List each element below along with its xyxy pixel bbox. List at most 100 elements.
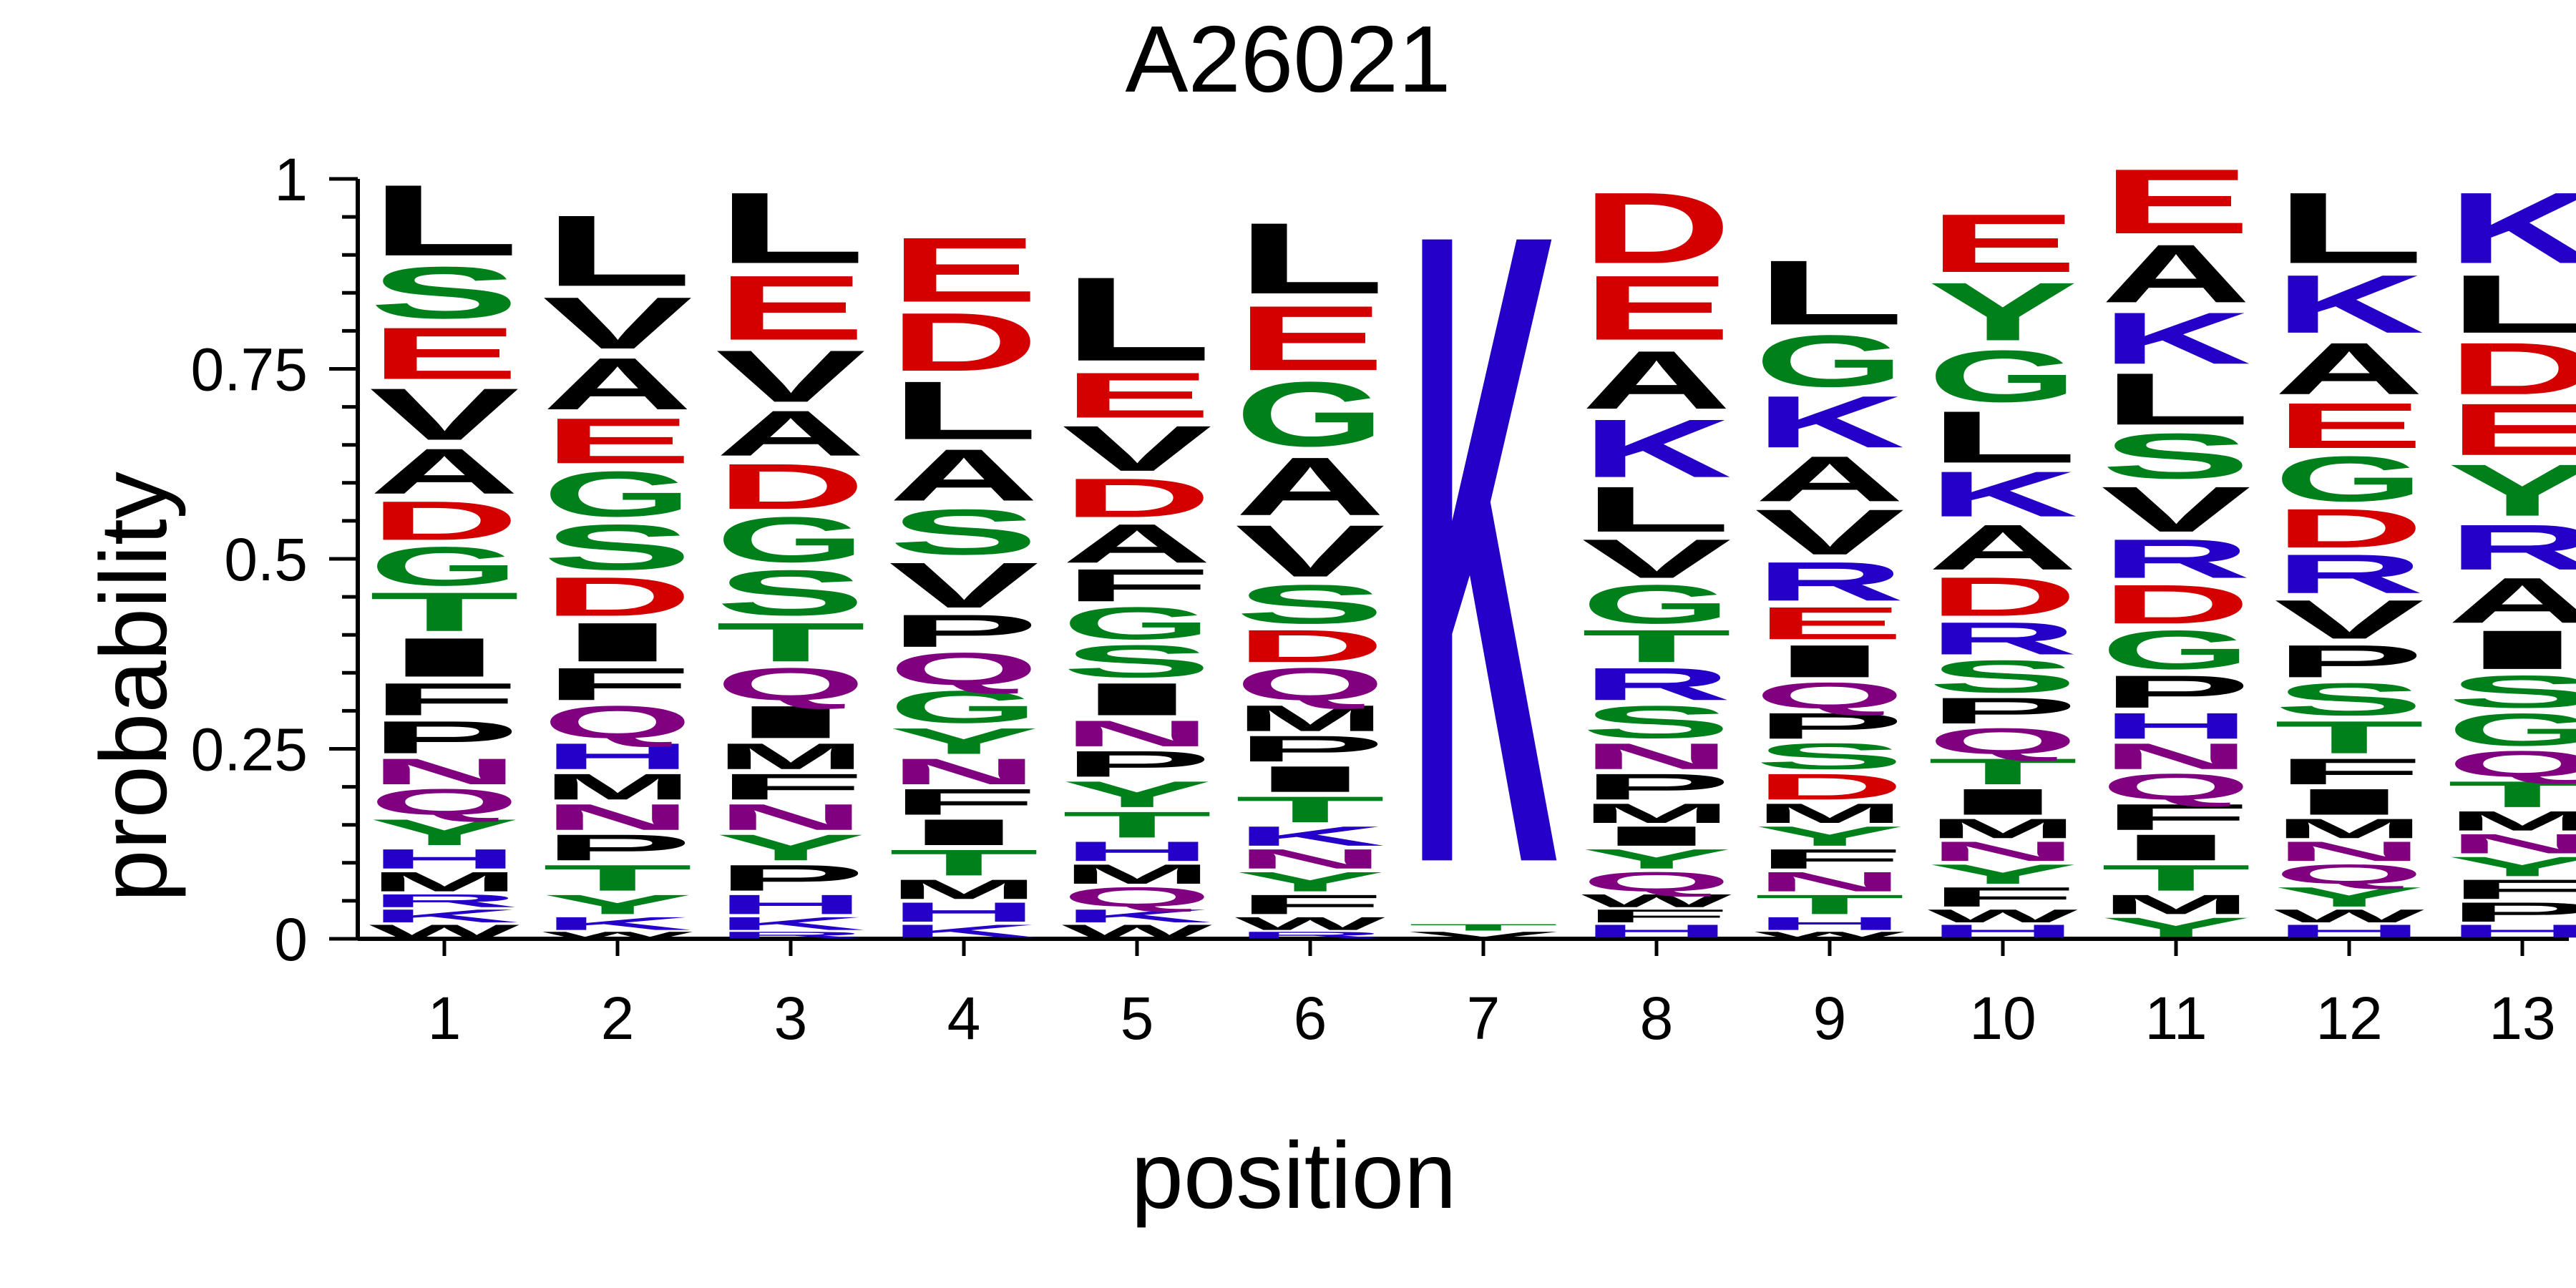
residue-glyph-D: D xyxy=(2447,328,2576,410)
residue-glyph-W: W xyxy=(1928,906,2079,927)
residue-glyph-T: T xyxy=(1062,804,1212,846)
residue-glyph-F: F xyxy=(369,673,519,725)
residue-glyph-V: V xyxy=(1755,496,1905,568)
residue-glyph-H: H xyxy=(889,897,1039,927)
residue-glyph-I: I xyxy=(1581,821,1732,852)
residue-glyph-T: T xyxy=(542,857,693,899)
residue-glyph-K: K xyxy=(889,921,1039,942)
x-tick-label: 3 xyxy=(774,985,808,1052)
residue-glyph-E: E xyxy=(1062,359,1212,431)
residue-glyph-F: F xyxy=(1235,889,1385,920)
residue-glyph-Y: Y xyxy=(889,721,1039,762)
residue-glyph-E: E xyxy=(1755,597,1905,649)
residue-glyph-M: M xyxy=(889,874,1039,905)
residue-glyph-L: L xyxy=(1235,202,1385,315)
residue-glyph-S: S xyxy=(542,512,693,584)
residue-glyph-R: R xyxy=(1928,613,2078,664)
residue-glyph-E: E xyxy=(716,256,866,359)
residue-glyph-A: A xyxy=(1062,513,1212,575)
residue-glyph-Y: Y xyxy=(716,827,866,869)
residue-glyph-W: W xyxy=(1062,921,1213,942)
residue-glyph-V: V xyxy=(1062,413,1212,485)
residue-glyph-Y: Y xyxy=(2447,449,2576,531)
residue-glyph-N: N xyxy=(1581,736,1732,776)
residue-glyph-P: P xyxy=(542,827,693,869)
residue-glyph-Y: Y xyxy=(1755,821,1905,852)
residue-glyph-S: S xyxy=(1581,696,1732,748)
residue-glyph-D: D xyxy=(716,450,866,522)
residue-glyph-N: N xyxy=(716,796,866,837)
residue-glyph-I: I xyxy=(1928,781,2078,822)
residue-glyph-Y: Y xyxy=(1235,867,1385,897)
residue-glyph-S: S xyxy=(1755,736,1905,777)
residue-glyph-M: M xyxy=(542,766,693,808)
residue-glyph-E: E xyxy=(889,218,1039,321)
residue-glyph-S: S xyxy=(2274,673,2424,725)
x-tick-label: 7 xyxy=(1467,985,1501,1052)
residue-glyph-H: H xyxy=(1062,836,1212,867)
residue-glyph-M: M xyxy=(1928,814,2078,844)
residue-glyph-A: A xyxy=(1928,511,2078,583)
residue-glyph-S: S xyxy=(889,496,1039,568)
residue-glyph-A: A xyxy=(1755,443,1905,515)
residue-glyph-T: T xyxy=(1235,789,1385,831)
residue-glyph-R: R xyxy=(2447,511,2576,583)
residue-glyph-E: E xyxy=(1928,197,2078,289)
y-axis-label: probability xyxy=(81,472,186,902)
residue-glyph-G: G xyxy=(369,535,519,597)
residue-glyph-F: F xyxy=(2447,874,2576,904)
residue-glyph-H: H xyxy=(369,844,519,874)
residue-glyph-I: I xyxy=(716,696,866,748)
residue-glyph-I: I xyxy=(2101,827,2251,868)
chart-title: A26021 xyxy=(1125,6,1450,112)
residue-glyph-G: G xyxy=(889,681,1039,733)
residue-glyph-A: A xyxy=(889,434,1039,517)
residue-glyph-R: R xyxy=(716,930,866,940)
residue-glyph-F: F xyxy=(1755,844,1905,874)
residue-glyph-T: T xyxy=(369,581,519,643)
residue-glyph-T: T xyxy=(716,611,866,673)
residue-glyph-D: D xyxy=(1928,566,2078,628)
residue-glyph-K: K xyxy=(542,913,693,934)
residue-glyph-S: S xyxy=(716,557,866,629)
residue-glyph-S: S xyxy=(2101,420,2251,492)
residue-glyph-D: D xyxy=(1581,172,1732,285)
residue-glyph-F: F xyxy=(1062,560,1212,611)
residue-glyph-K: K xyxy=(1581,402,1732,494)
x-tick-label: 10 xyxy=(1969,985,2036,1052)
residue-glyph-K: K xyxy=(1408,43,1558,1052)
residue-glyph-Y: Y xyxy=(2274,882,2424,912)
residue-glyph-H: H xyxy=(2101,706,2251,746)
residue-glyph-L: L xyxy=(889,364,1039,457)
y-tick-label: 0.5 xyxy=(224,526,308,593)
residue-glyph-S: S xyxy=(1235,573,1385,635)
residue-glyph-M: M xyxy=(2447,806,2576,836)
residue-glyph-P: P xyxy=(2447,897,2576,927)
residue-glyph-W: W xyxy=(1755,930,1905,940)
residue-glyph-H: H xyxy=(1755,913,1905,934)
residue-glyph-Y: Y xyxy=(1062,774,1212,815)
x-tick-label: 6 xyxy=(1294,985,1327,1052)
residue-glyph-D: D xyxy=(1062,467,1212,529)
residue-glyph-Q: Q xyxy=(2447,743,2576,784)
residue-glyph-I: I xyxy=(889,811,1039,852)
residue-glyph-P: P xyxy=(2274,635,2424,687)
residue-glyph-D: D xyxy=(1235,620,1385,672)
residue-glyph-N: N xyxy=(2447,828,2576,859)
logo-column-13: HPFYNMTQGSIARYEDLK xyxy=(2447,172,2576,942)
residue-glyph-K: K xyxy=(1755,381,1905,464)
residue-glyph-K: K xyxy=(716,913,866,934)
residue-glyph-F: F xyxy=(1928,882,2078,912)
residue-glyph-Q: Q xyxy=(2274,859,2424,889)
residue-glyph-K: K xyxy=(1235,821,1385,852)
residue-glyph-V: V xyxy=(369,373,519,455)
residue-glyph-P: P xyxy=(1928,690,2078,731)
residue-glyph-F: F xyxy=(2101,796,2251,838)
residue-glyph-T: T xyxy=(1755,889,1905,920)
residue-glyph-S: S xyxy=(369,251,519,333)
